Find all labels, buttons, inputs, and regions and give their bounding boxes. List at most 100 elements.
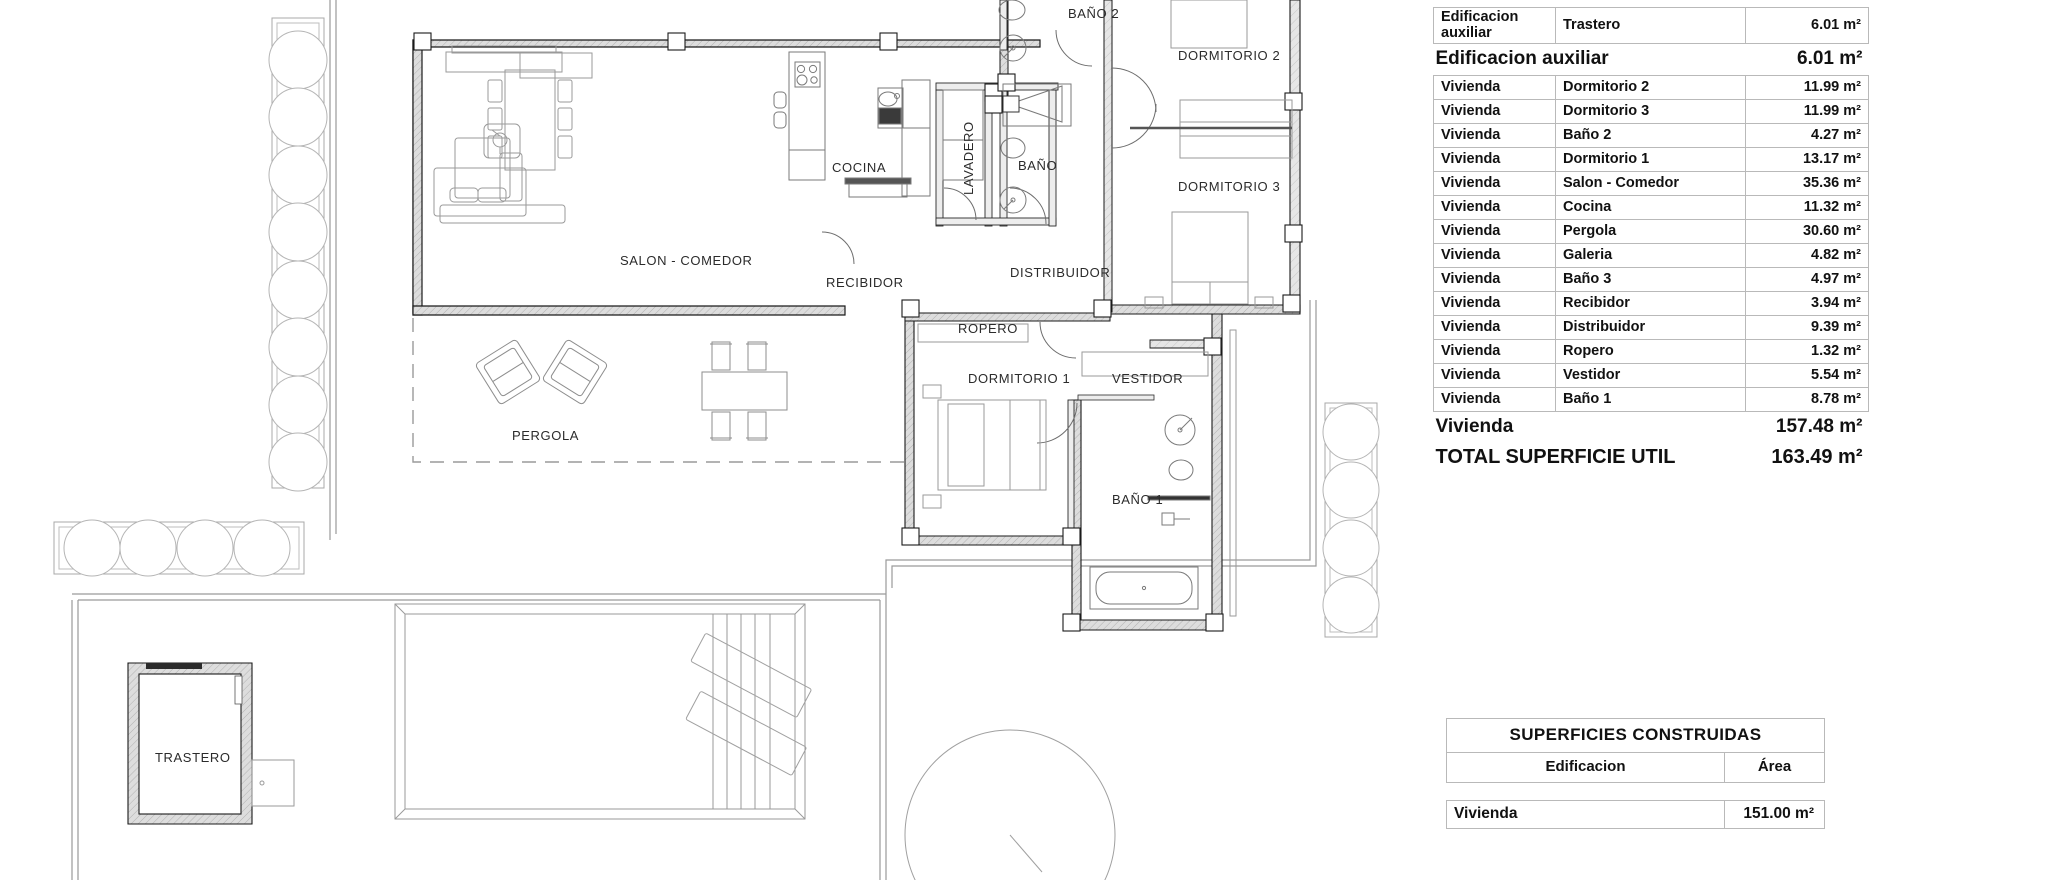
subtotal-viv-label: Vivienda bbox=[1435, 415, 1514, 437]
cell-room: Cocina bbox=[1555, 194, 1746, 220]
table-row: Edificacion auxiliar Trastero 6.01 m² bbox=[1433, 6, 1869, 45]
table-row: Vivienda Dormitorio 1 13.17 m² bbox=[1433, 146, 1869, 172]
spacer-cell bbox=[1725, 783, 1825, 801]
cell-category: Vivienda bbox=[1433, 146, 1556, 172]
swimming-pool bbox=[394, 603, 806, 820]
cell-area: 9.39 m² bbox=[1745, 314, 1869, 340]
table-row: Vivienda 151.00 m² bbox=[1446, 800, 1825, 829]
table-row: Vivienda Ropero 1.32 m² bbox=[1433, 338, 1869, 364]
pergola-area bbox=[412, 318, 905, 463]
table-row: Vivienda Dormitorio 3 11.99 m² bbox=[1433, 98, 1869, 124]
cell-category: Vivienda bbox=[1433, 122, 1556, 148]
cell-category: Edificacion auxiliar bbox=[1433, 6, 1556, 45]
col-header-area: Área bbox=[1724, 752, 1825, 783]
cell-category: Vivienda bbox=[1433, 74, 1556, 100]
cell-room: Trastero bbox=[1555, 6, 1746, 45]
interior-partitions bbox=[935, 0, 1155, 541]
construidas-title-row: SUPERFICIES CONSTRUIDAS bbox=[1446, 718, 1825, 753]
construidas-title: SUPERFICIES CONSTRUIDAS bbox=[1446, 718, 1825, 753]
subtotal-aux-label: Edificacion auxiliar bbox=[1435, 48, 1609, 70]
table-row: Vivienda Galeria 4.82 m² bbox=[1433, 242, 1869, 268]
cell-area: 4.27 m² bbox=[1745, 122, 1869, 148]
tree-group-left bbox=[268, 30, 328, 492]
total-value: 163.49 m² bbox=[1771, 446, 1863, 469]
cell-category: Vivienda bbox=[1433, 290, 1556, 316]
cell-room: Vestidor bbox=[1555, 362, 1746, 388]
furniture-pergola bbox=[475, 339, 788, 441]
subtotal-aux-value: 6.01 m² bbox=[1797, 48, 1863, 70]
furniture-living bbox=[433, 45, 593, 224]
furniture-kitchen bbox=[773, 51, 931, 198]
cell-area: 3.94 m² bbox=[1745, 290, 1869, 316]
cell-category: Vivienda bbox=[1433, 338, 1556, 364]
cell-category: Vivienda bbox=[1433, 98, 1556, 124]
table-row: Vivienda Vestidor 5.54 m² bbox=[1433, 362, 1869, 388]
total-label: TOTAL SUPERFICIE UTIL bbox=[1435, 446, 1676, 469]
cell-room: Ropero bbox=[1555, 338, 1746, 364]
tree-group-bottom bbox=[63, 519, 291, 577]
superficies-construidas-table: SUPERFICIES CONSTRUIDAS Edificacion Área… bbox=[1446, 718, 1825, 829]
subtotal-row-vivienda: Vivienda 157.48 m² bbox=[1434, 411, 1869, 442]
cell-category: Vivienda bbox=[1433, 218, 1556, 244]
table-row: Vivienda Salon - Comedor 35.36 m² bbox=[1433, 170, 1869, 196]
spacer-row bbox=[1447, 783, 1825, 801]
surface-tables-panel: Edificacion auxiliar Trastero 6.01 m² Ed… bbox=[1420, 0, 2048, 880]
table-row: Vivienda Baño 2 4.27 m² bbox=[1433, 122, 1869, 148]
table-row: Vivienda Distribuidor 9.39 m² bbox=[1433, 314, 1869, 340]
table-row: Vivienda Dormitorio 2 11.99 m² bbox=[1433, 74, 1869, 100]
plan-svg bbox=[53, 0, 1380, 880]
table-row: Vivienda Baño 1 8.78 m² bbox=[1433, 386, 1869, 412]
cell-room: Baño 1 bbox=[1555, 386, 1746, 412]
construidas-header-row: Edificacion Área bbox=[1446, 752, 1825, 783]
cell-area: 8.78 m² bbox=[1745, 386, 1869, 412]
cell-room: Dormitorio 1 bbox=[1555, 146, 1746, 172]
cell-area: 35.36 m² bbox=[1745, 170, 1869, 196]
cell-category: Vivienda bbox=[1433, 362, 1556, 388]
cell-room: Baño 3 bbox=[1555, 266, 1746, 292]
superficies-utiles-table: Edificacion auxiliar Trastero 6.01 m² Ed… bbox=[1433, 6, 1869, 474]
total-row: TOTAL SUPERFICIE UTIL 163.49 m² bbox=[1434, 442, 1869, 474]
cell-room: Dormitorio 2 bbox=[1555, 74, 1746, 100]
cell-category: Vivienda bbox=[1433, 314, 1556, 340]
cell-area: 11.99 m² bbox=[1745, 98, 1869, 124]
cell-area: 30.60 m² bbox=[1745, 218, 1869, 244]
planter-left bbox=[268, 17, 328, 492]
cell-category: Vivienda bbox=[1433, 386, 1556, 412]
cell-category: Vivienda bbox=[1433, 266, 1556, 292]
table-row: Vivienda Pergola 30.60 m² bbox=[1433, 218, 1869, 244]
subtotal-viv-value: 157.48 m² bbox=[1775, 415, 1863, 437]
cell-room: Distribuidor bbox=[1555, 314, 1746, 340]
sun-loungers bbox=[685, 633, 812, 776]
trastero-building bbox=[127, 662, 295, 825]
furniture-bedrooms bbox=[917, 0, 1293, 509]
cell-room: Pergola bbox=[1555, 218, 1746, 244]
cell-area: 4.97 m² bbox=[1745, 266, 1869, 292]
galeria-detail bbox=[1229, 329, 1237, 617]
cell-category: Vivienda bbox=[1433, 170, 1556, 196]
planter-bottom-left bbox=[53, 519, 305, 577]
cell-area: 5.54 m² bbox=[1745, 362, 1869, 388]
table-row: Vivienda Cocina 11.32 m² bbox=[1433, 194, 1869, 220]
planter-right bbox=[1322, 402, 1380, 638]
cell-area: 13.17 m² bbox=[1745, 146, 1869, 172]
site-boundaries bbox=[71, 0, 1317, 880]
cell-area: 6.01 m² bbox=[1745, 6, 1869, 45]
subtotal-row-auxiliar: Edificacion auxiliar 6.01 m² bbox=[1434, 44, 1869, 76]
parasol bbox=[904, 729, 1116, 880]
cell-area: 151.00 m² bbox=[1724, 800, 1825, 829]
cell-room: Salon - Comedor bbox=[1555, 170, 1746, 196]
tree-group-right bbox=[1322, 403, 1380, 634]
cell-edificacion: Vivienda bbox=[1446, 800, 1725, 829]
cell-area: 1.32 m² bbox=[1745, 338, 1869, 364]
table-row: Vivienda Baño 3 4.97 m² bbox=[1433, 266, 1869, 292]
house-walls bbox=[412, 0, 1301, 631]
window-markers bbox=[413, 32, 1303, 632]
cell-room: Baño 2 bbox=[1555, 122, 1746, 148]
cell-area: 11.32 m² bbox=[1745, 194, 1869, 220]
cell-room: Galeria bbox=[1555, 242, 1746, 268]
col-header-edificacion: Edificacion bbox=[1446, 752, 1725, 783]
furniture-bathrooms bbox=[942, 0, 1211, 610]
cell-area: 4.82 m² bbox=[1745, 242, 1869, 268]
table-row: Vivienda Recibidor 3.94 m² bbox=[1433, 290, 1869, 316]
